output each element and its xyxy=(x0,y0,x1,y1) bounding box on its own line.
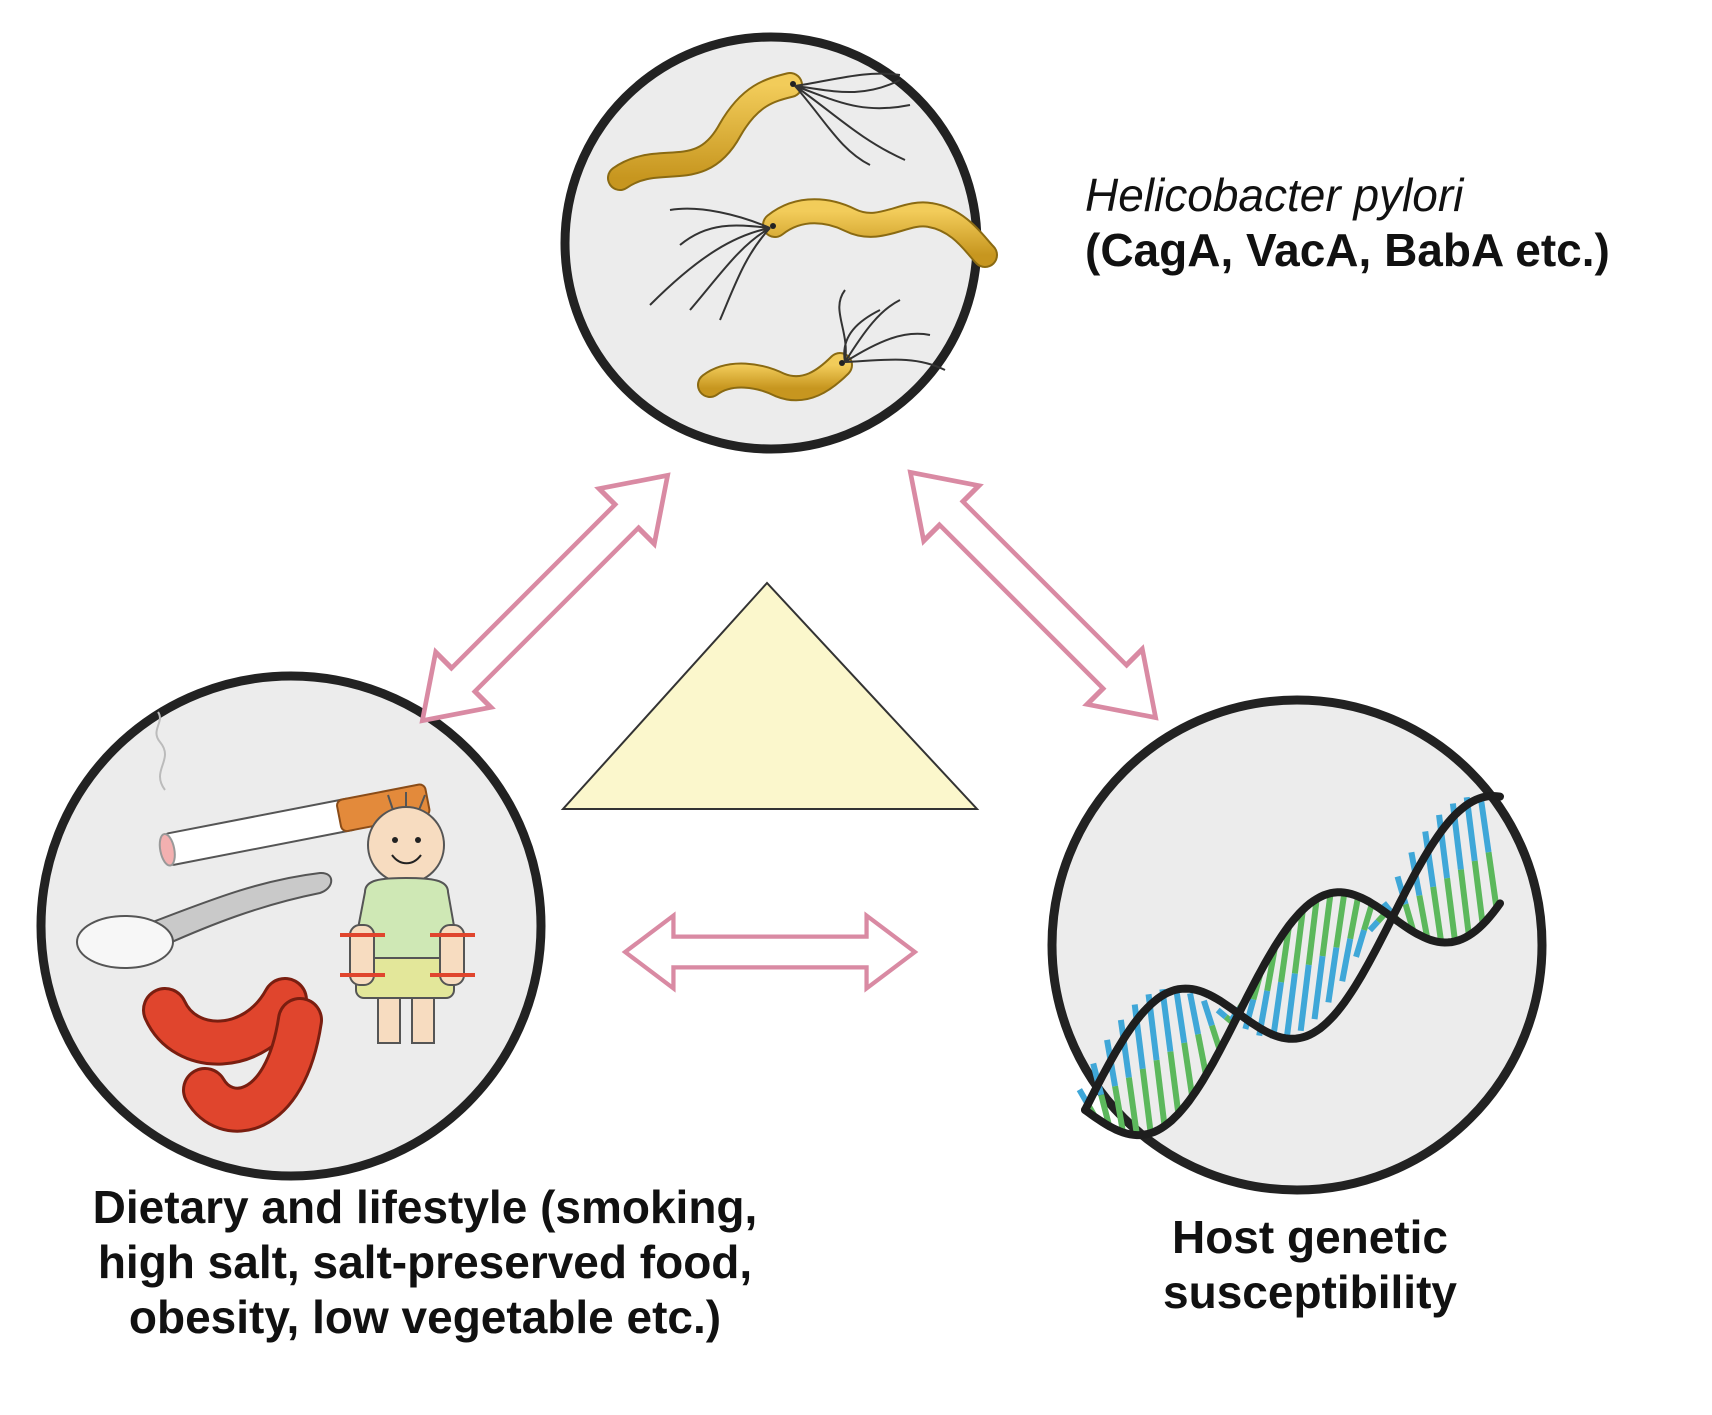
lifestyle-circle xyxy=(36,671,546,1181)
dna-base-pair xyxy=(1485,851,1500,909)
bacteria-icon xyxy=(649,198,998,321)
dna-base-pair xyxy=(1297,964,1312,1032)
host-circle xyxy=(1047,695,1547,1195)
dna-base-pair xyxy=(1215,1007,1228,1020)
dna-base-pair xyxy=(1283,973,1298,1038)
arrow-bacteria-host xyxy=(907,469,1159,721)
dna-base-pair xyxy=(1347,895,1362,940)
bacteria-subtitle: (CagA, VacA, BabA etc.) xyxy=(1085,224,1610,277)
dna-helix-icon xyxy=(1076,791,1504,1140)
salt-spoon-icon xyxy=(76,871,333,969)
dna-base-pair xyxy=(1416,894,1431,940)
dna-base-pair xyxy=(1430,886,1445,943)
dna-base-pair xyxy=(1471,860,1486,925)
arrow-lifestyle-host xyxy=(621,911,919,993)
dna-strand xyxy=(1081,888,1504,1140)
bacteria-icon xyxy=(697,289,946,402)
dna-base-pair xyxy=(1139,1068,1154,1134)
lifestyle-label-line3: obesity, low vegetable etc.) xyxy=(128,1291,722,1344)
dna-base-pair xyxy=(1159,988,1174,1052)
dna-base-pair xyxy=(1167,1051,1182,1115)
bacteria-title: Helicobacter pylori xyxy=(1085,169,1464,221)
dna-base-pair xyxy=(1305,898,1320,966)
dna-base-pair xyxy=(1112,1085,1126,1133)
dna-base-pair xyxy=(1173,988,1188,1044)
sausage-icon xyxy=(142,977,323,1133)
dna-base-pair xyxy=(1444,877,1459,942)
dna-base-pair xyxy=(1291,909,1306,974)
host-label-line1: Host genetic xyxy=(1171,1211,1449,1263)
dna-base-pair xyxy=(1367,919,1381,933)
arrow-bacteria-lifestyle xyxy=(419,472,671,724)
host-label: Host genetic susceptibility xyxy=(1060,1210,1560,1320)
interaction-triangle xyxy=(560,581,980,810)
dna-base-pair xyxy=(1187,992,1201,1035)
dna-base-pair xyxy=(1339,938,1354,982)
dna-base-pair xyxy=(1457,869,1472,936)
lifestyle-label: Dietary and lifestyle (smoking, high sal… xyxy=(0,1180,850,1346)
dna-base-pair xyxy=(1436,814,1451,879)
dna-base-pair xyxy=(1333,892,1348,948)
dna-base-pair xyxy=(1181,1042,1196,1097)
dna-base-pair xyxy=(1153,1059,1168,1127)
bacteria-icon xyxy=(607,72,911,191)
dna-base-pair xyxy=(1125,1077,1140,1136)
dna-base-pair xyxy=(1201,999,1215,1027)
dna-base-pair xyxy=(1278,925,1293,983)
dna-base-pair xyxy=(1477,795,1492,853)
dna-base-pair xyxy=(1422,830,1437,888)
lifestyle-label-line2: high salt, salt-preserved food, xyxy=(97,1236,753,1289)
dna-base-pair xyxy=(1361,902,1375,932)
host-label-line2: susceptibility xyxy=(1163,1266,1457,1319)
dna-base-pair xyxy=(1325,947,1340,1003)
dna-base-pair xyxy=(1311,955,1326,1020)
dna-strand xyxy=(1081,791,1504,1114)
dna-base-pair xyxy=(1353,929,1367,958)
dna-base-pair xyxy=(1195,1033,1209,1076)
dna-base-pair xyxy=(1319,892,1334,957)
bacteria-label: Helicobacter pylori (CagA, VacA, BabA et… xyxy=(1085,168,1705,278)
dna-base-pair xyxy=(1117,1019,1132,1078)
dna-base-pair xyxy=(1270,981,1285,1040)
obese-child-icon xyxy=(340,792,475,1044)
bacteria-circle xyxy=(560,32,998,454)
lifestyle-label-line1: Dietary and lifestyle (smoking, xyxy=(92,1181,758,1233)
